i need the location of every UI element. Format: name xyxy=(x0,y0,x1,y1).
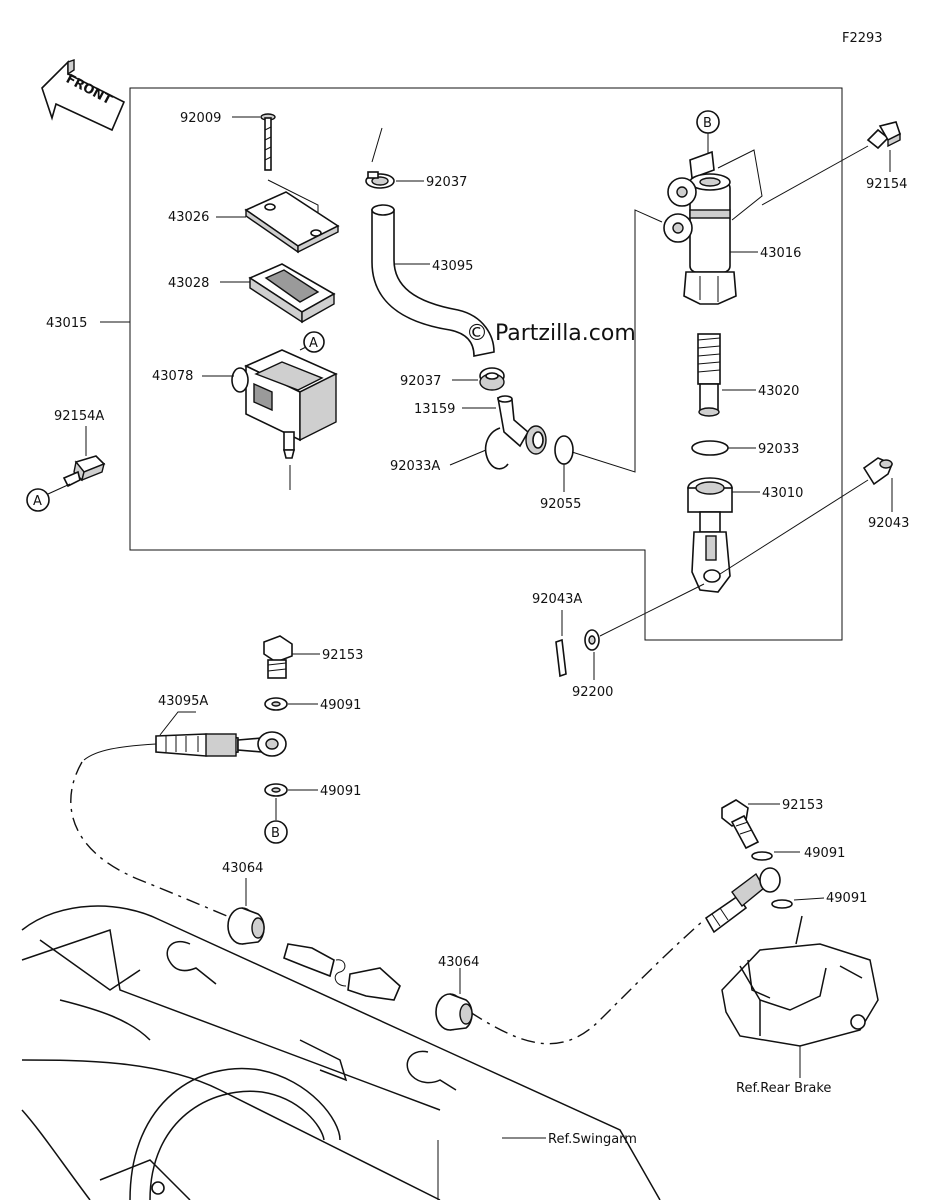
washer-49091-d xyxy=(771,899,793,909)
reservoir-43078 xyxy=(231,349,338,459)
part-label-43064-a: 43064 xyxy=(222,861,263,876)
leader-49091-d xyxy=(793,897,825,901)
part-label-92154: 92154 xyxy=(866,177,907,192)
part-label-43026: 43026 xyxy=(168,210,209,225)
part-label-43078: 43078 xyxy=(152,369,193,384)
hose-43095A-tail xyxy=(83,743,157,761)
leader-marker-a-left xyxy=(47,483,71,495)
leader-43016-bracket xyxy=(717,149,763,221)
bolt-92154A xyxy=(62,455,106,488)
part-label-92043: 92043 xyxy=(868,516,909,531)
banjo-bolt-92153-top xyxy=(263,635,293,679)
part-label-49091-c: 49091 xyxy=(804,846,845,861)
part-label-49091-d: 49091 xyxy=(826,891,867,906)
grommet-43064-b xyxy=(435,993,473,1031)
leader-92200-line xyxy=(599,583,705,637)
piston-43020 xyxy=(697,333,721,417)
hose-end-right xyxy=(704,867,781,934)
part-label-43064-b: 43064 xyxy=(438,955,479,970)
snap-ring-92033A xyxy=(484,427,509,470)
part-label-43016: 43016 xyxy=(760,246,801,261)
cap-43026 xyxy=(244,191,340,254)
part-label-43095: 43095 xyxy=(432,259,473,274)
cotter-pin-92043A xyxy=(555,638,567,678)
marker-a-left-label: A xyxy=(33,494,42,509)
part-label-13159: 13159 xyxy=(414,402,455,417)
clamp-92037-mid xyxy=(479,367,505,391)
part-label-92055: 92055 xyxy=(540,497,581,512)
leader-92033A xyxy=(449,449,487,466)
clamp-92037-top xyxy=(365,171,395,189)
part-label-43028: 43028 xyxy=(168,276,209,291)
swingarm-outline xyxy=(21,905,661,1200)
pushrod-43010 xyxy=(687,477,733,593)
marker-b-lower-circle xyxy=(264,820,288,844)
screw-92009 xyxy=(260,113,276,171)
part-label-92037-top: 92037 xyxy=(426,175,467,190)
part-label-92033: 92033 xyxy=(758,442,799,457)
washer-49091-c xyxy=(751,851,773,861)
marker-a-circle xyxy=(303,331,325,353)
leader-92037-ref xyxy=(371,127,383,163)
master-cylinder-43016 xyxy=(663,150,737,305)
part-label-92037-mid: 92037 xyxy=(400,374,441,389)
part-label-92200: 92200 xyxy=(572,685,613,700)
part-label-92153-top: 92153 xyxy=(322,648,363,663)
hose-routing-path xyxy=(70,761,253,927)
ref-rear-brake-label: Ref.Rear Brake xyxy=(736,1081,831,1096)
ref-swingarm-label: Ref.Swingarm xyxy=(548,1132,637,1147)
pin-92043 xyxy=(862,457,894,486)
part-label-43020: 43020 xyxy=(758,384,799,399)
hose-sleeve-mid xyxy=(283,943,401,1001)
hose-43095 xyxy=(371,209,495,357)
watermark: © Partzilla.com xyxy=(466,321,636,346)
front-arrow: FRONT xyxy=(41,59,126,132)
diaphragm-43028 xyxy=(248,263,336,324)
marker-b-label: B xyxy=(703,116,712,131)
part-label-92033A: 92033A xyxy=(390,459,440,474)
part-label-43010: 43010 xyxy=(762,486,803,501)
grommet-43064-a xyxy=(227,907,265,945)
part-label-92154A: 92154A xyxy=(54,409,104,424)
marker-a-left-circle xyxy=(26,488,50,512)
leader-92055-to-cylinder xyxy=(571,209,663,473)
hose-43095A xyxy=(155,731,287,757)
marker-b-lower-label: B xyxy=(271,826,280,841)
part-label-43015: 43015 xyxy=(46,316,87,331)
bolt-92154 xyxy=(866,121,901,150)
leader-92043-line xyxy=(719,479,869,575)
leader-92154-line xyxy=(761,145,869,206)
part-label-92009: 92009 xyxy=(180,111,221,126)
part-label-43095A: 43095A xyxy=(158,694,208,709)
assembly-outline xyxy=(129,87,843,641)
leader-43095A-bracket xyxy=(159,711,196,736)
part-label-92153-right: 92153 xyxy=(782,798,823,813)
part-label-49091-b: 49091 xyxy=(320,784,361,799)
o-ring-92055 xyxy=(554,435,574,465)
part-label-92043A: 92043A xyxy=(532,592,582,607)
rear-brake-caliper-outline xyxy=(721,915,879,1047)
snap-ring-92033 xyxy=(691,440,729,456)
marker-a-label: A xyxy=(309,336,318,351)
diagram-code: F2293 xyxy=(842,31,883,46)
fitting-13159 xyxy=(497,395,547,455)
banjo-bolt-92153-right xyxy=(721,799,760,850)
part-label-49091-a: 49091 xyxy=(320,698,361,713)
